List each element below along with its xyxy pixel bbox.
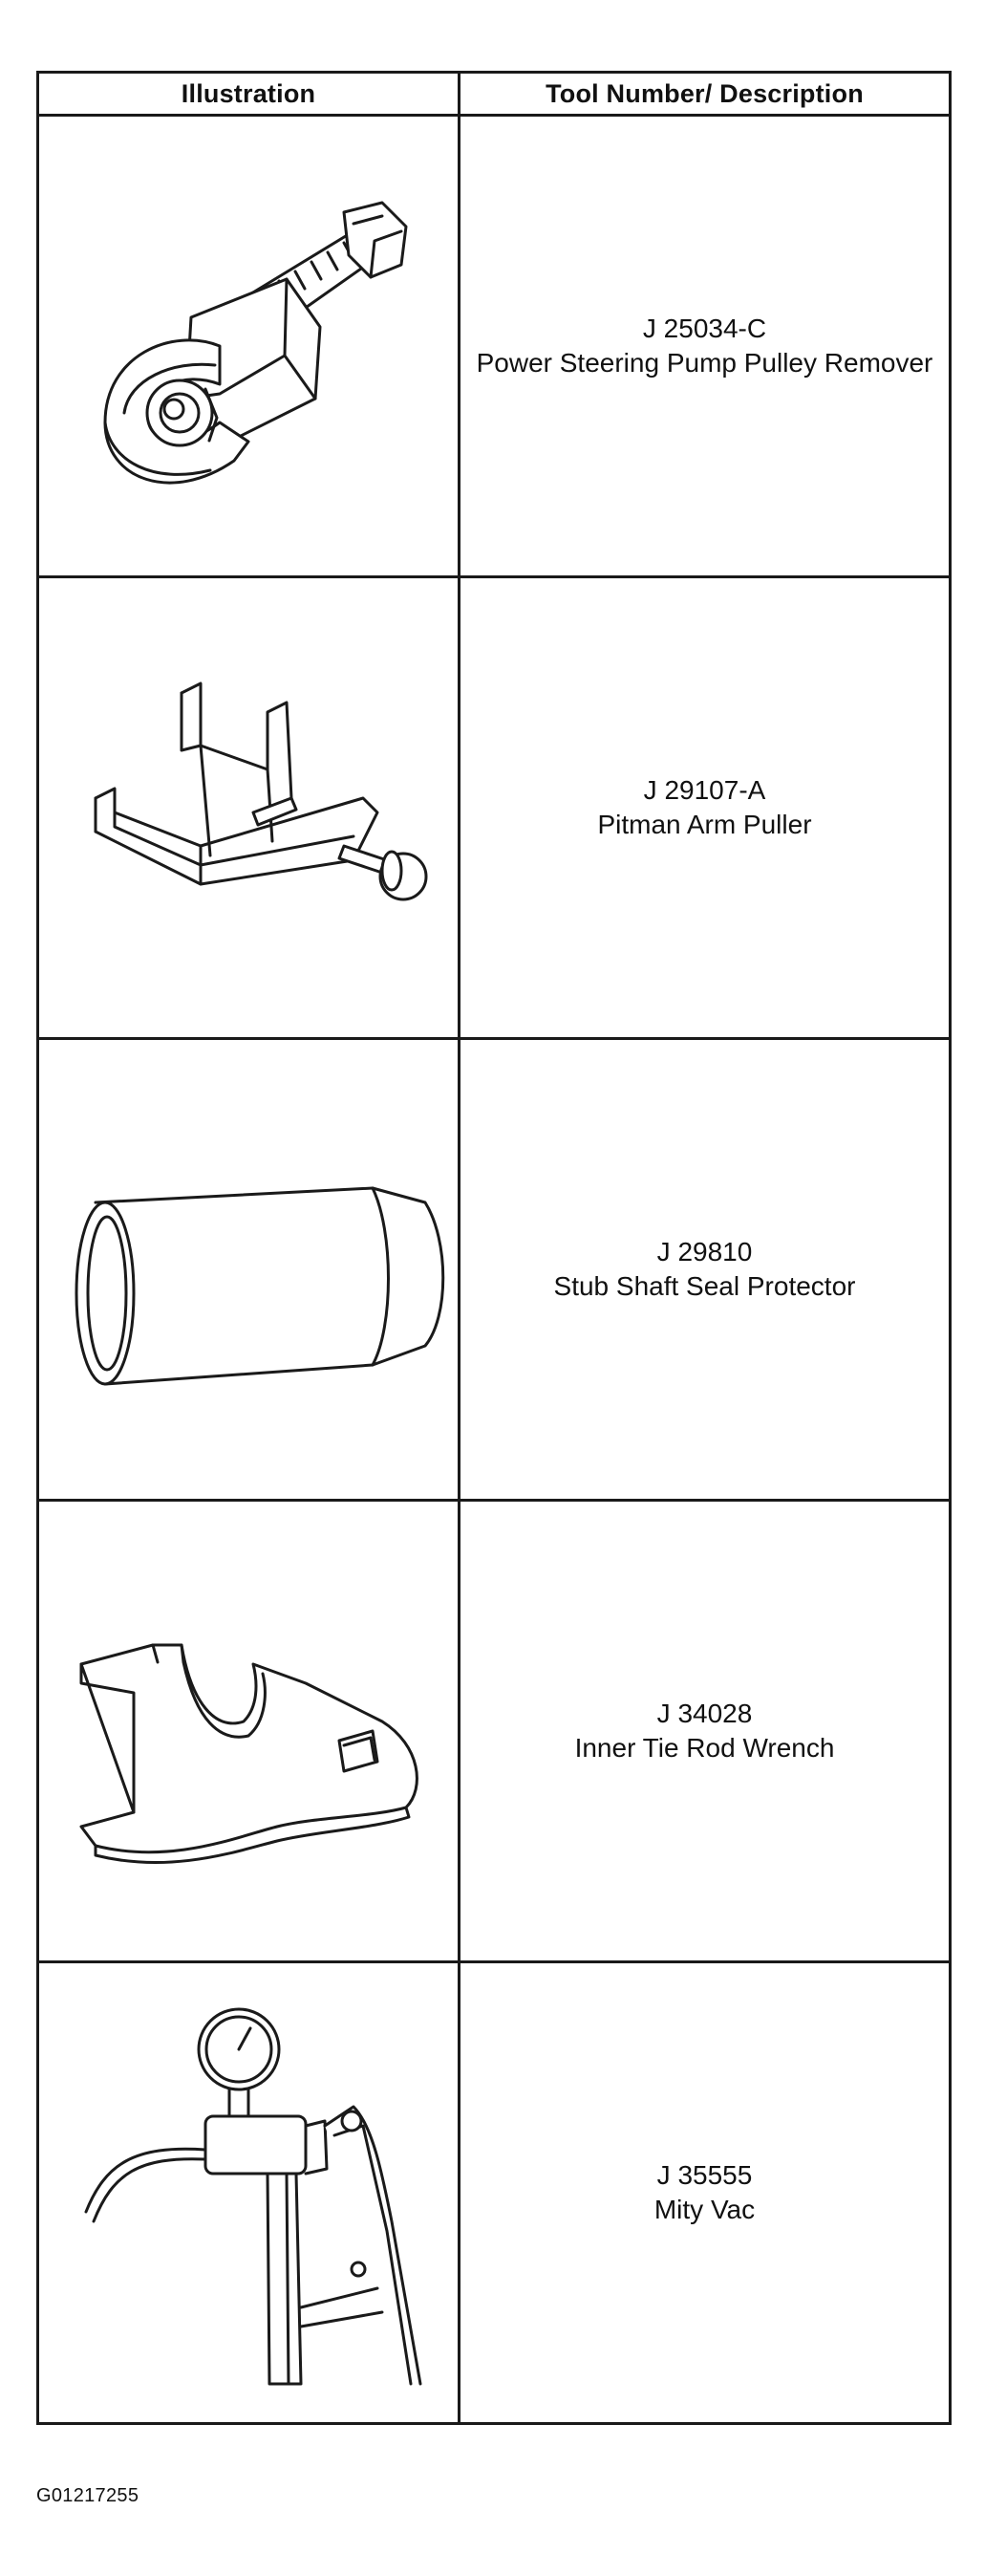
description-cell: J 34028 Inner Tie Rod Wrench: [458, 1499, 952, 1963]
tool-description: Mity Vac: [653, 2195, 756, 2224]
tool-number: J 29107-A: [643, 775, 766, 805]
table-row: J 25034-C Power Steering Pump Pulley Rem…: [36, 114, 952, 578]
illustration-cell: [36, 1499, 460, 1963]
table-row: J 34028 Inner Tie Rod Wrench: [36, 1499, 952, 1963]
header-tool-description: Tool Number/ Description: [458, 71, 952, 117]
description-cell: J 25034-C Power Steering Pump Pulley Rem…: [458, 114, 952, 578]
description-cell: J 29810 Stub Shaft Seal Protector: [458, 1037, 952, 1502]
header-illustration: Illustration: [36, 71, 460, 117]
illustration-cell: [36, 575, 460, 1040]
table-header-row: Illustration Tool Number/ Description: [36, 71, 952, 117]
table-row: J 29107-A Pitman Arm Puller: [36, 575, 952, 1040]
tool-number: J 25034-C: [642, 314, 767, 343]
figure-code: G01217255: [36, 2485, 139, 2506]
table-row: J 35555 Mity Vac: [36, 1960, 952, 2425]
illustration-cell: [36, 114, 460, 578]
special-tools-table: Illustration Tool Number/ Description: [36, 71, 952, 2425]
tool-description: Power Steering Pump Pulley Remover: [476, 348, 933, 378]
table-row: J 29810 Stub Shaft Seal Protector: [36, 1037, 952, 1502]
mity-vac-icon: [84, 2007, 422, 2386]
pulley-remover-icon: [103, 201, 408, 485]
tool-description: Inner Tie Rod Wrench: [574, 1733, 835, 1763]
tool-description: Stub Shaft Seal Protector: [553, 1271, 856, 1301]
tool-number: J 34028: [656, 1699, 753, 1728]
tool-number: J 29810: [656, 1237, 753, 1266]
tie-rod-wrench-icon: [79, 1643, 418, 1865]
illustration-cell: [36, 1960, 460, 2425]
tool-number: J 35555: [656, 2160, 753, 2190]
seal-protector-icon: [75, 1186, 445, 1386]
description-cell: J 35555 Mity Vac: [458, 1960, 952, 2425]
illustration-cell: [36, 1037, 460, 1502]
tool-description: Pitman Arm Puller: [597, 810, 812, 839]
pitman-arm-puller-icon: [94, 682, 428, 901]
description-cell: J 29107-A Pitman Arm Puller: [458, 575, 952, 1040]
